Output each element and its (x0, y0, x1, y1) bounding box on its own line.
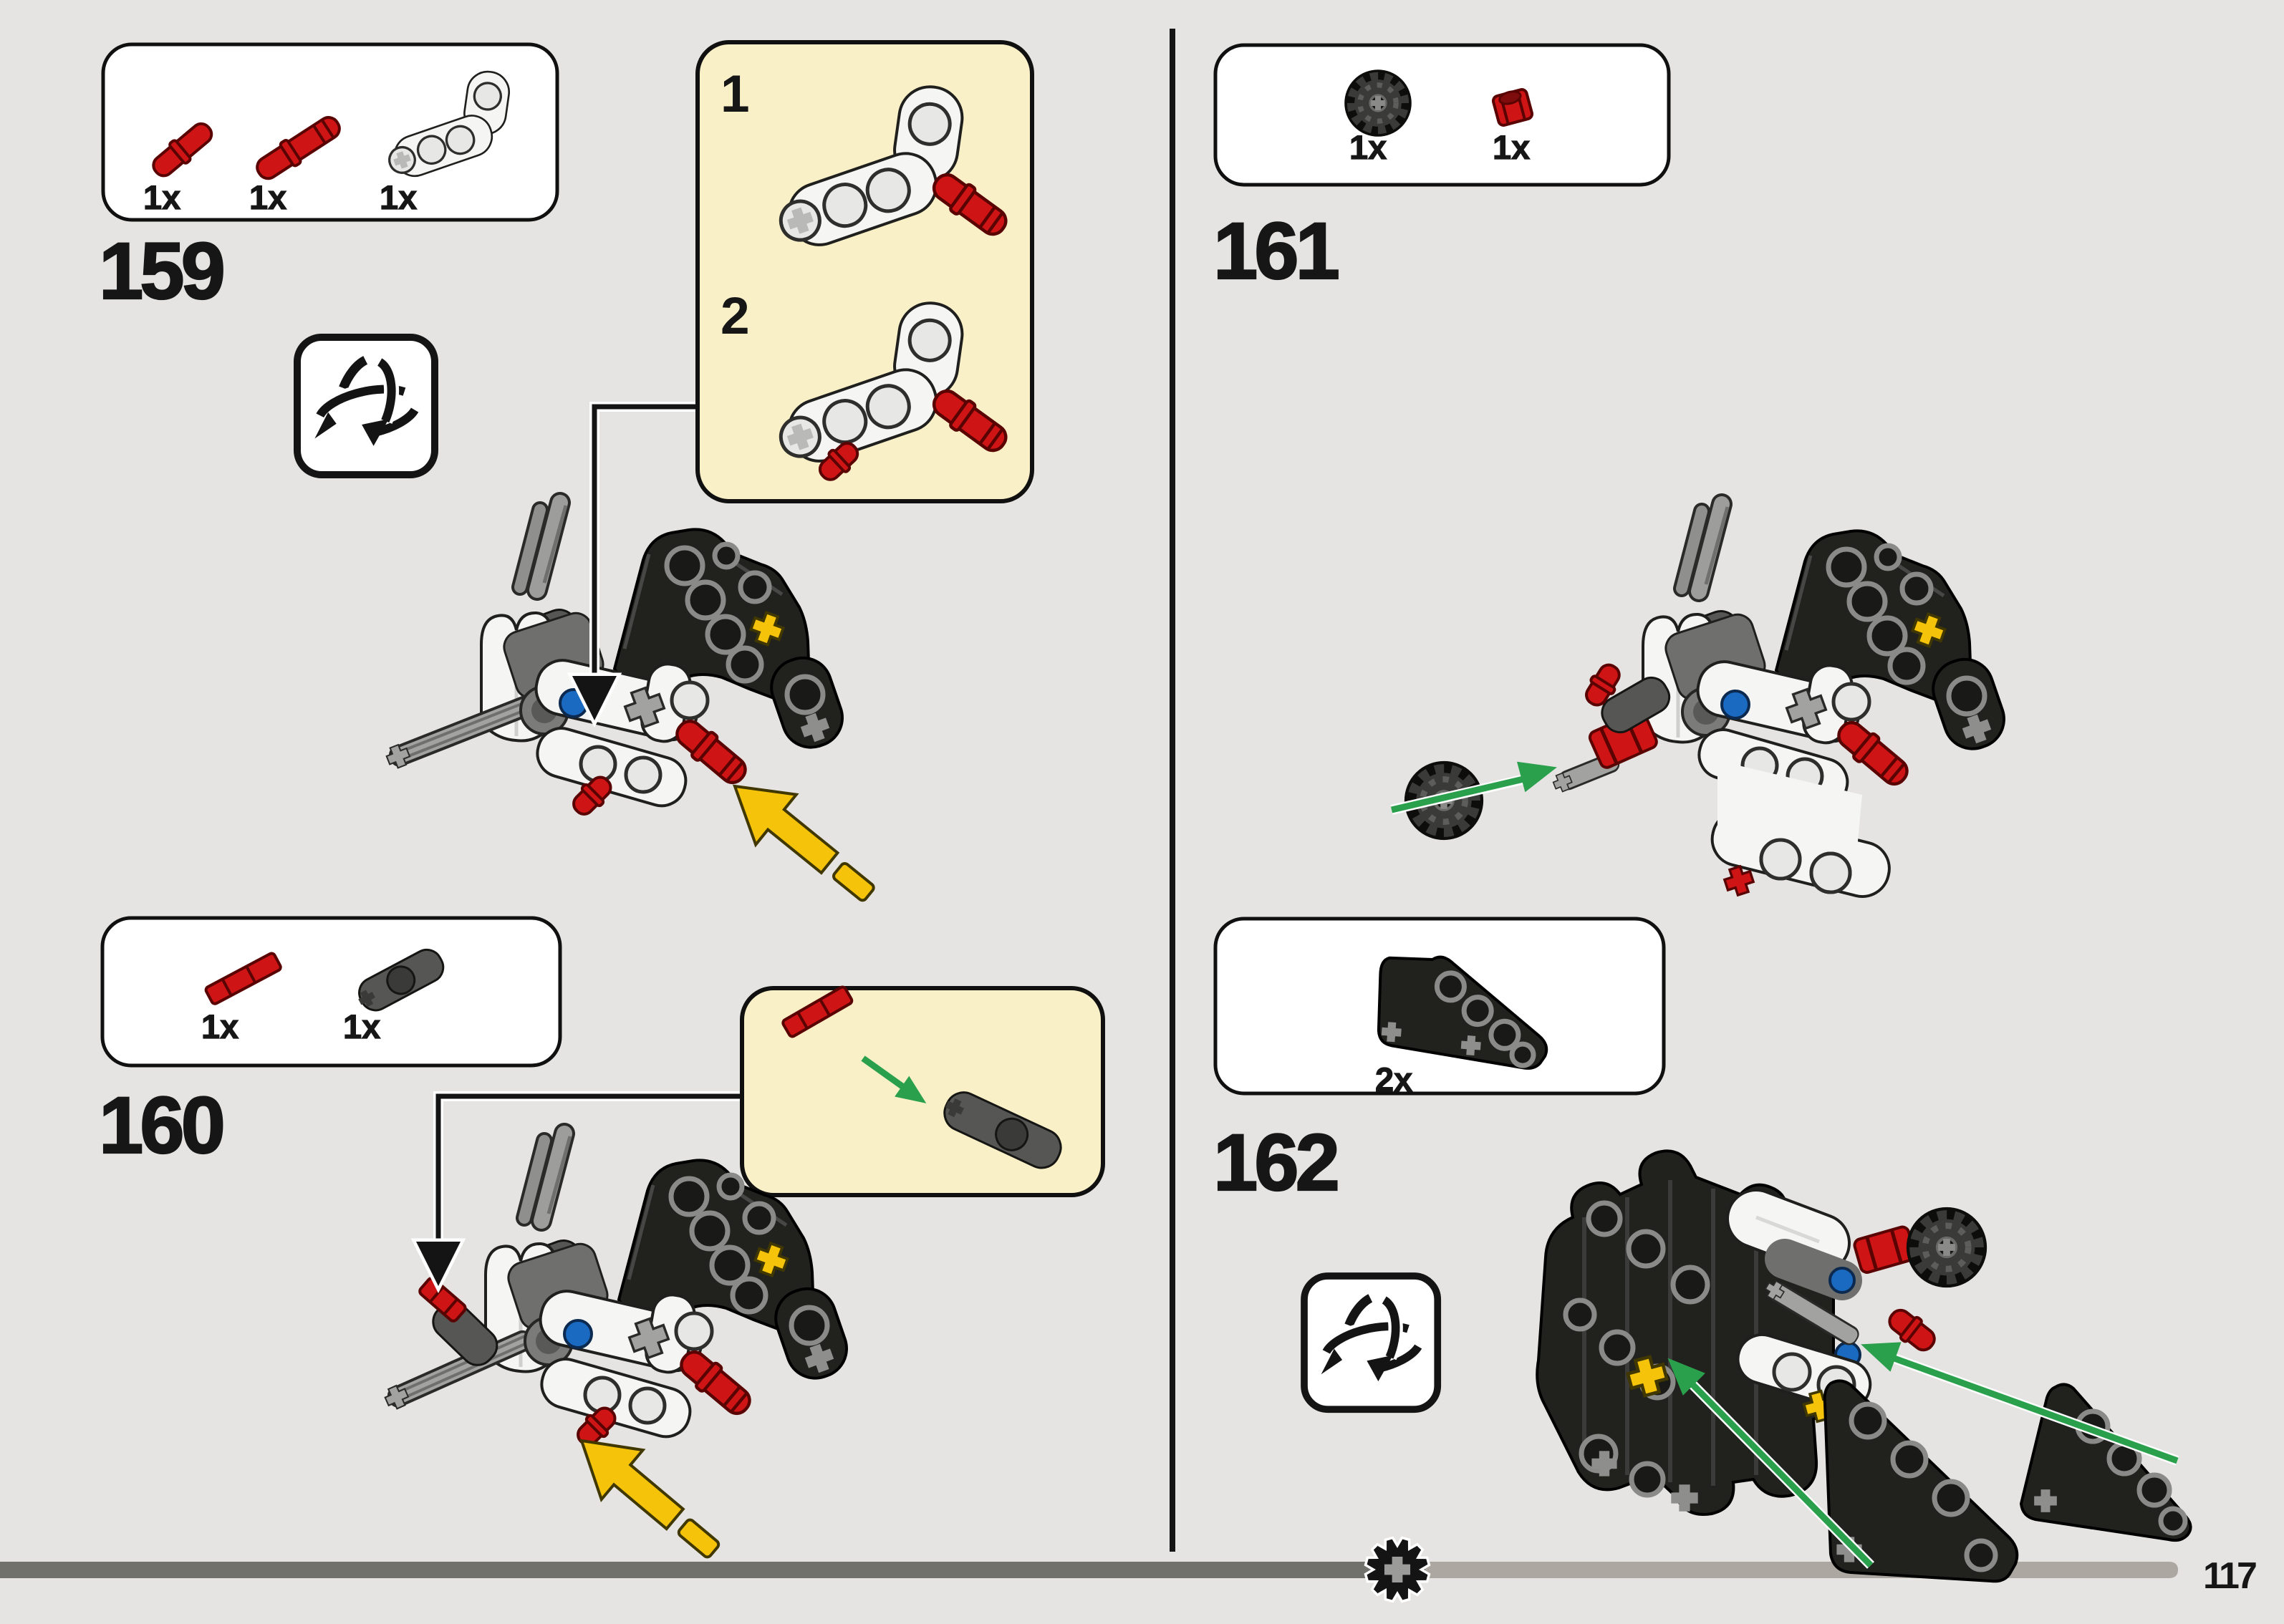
svg-text:1x: 1x (143, 178, 180, 216)
svg-text:161: 161 (1213, 206, 1339, 296)
svg-text:2x: 2x (1375, 1060, 1412, 1098)
svg-text:1x: 1x (249, 178, 286, 216)
svg-text:159: 159 (99, 226, 223, 316)
svg-text:160: 160 (99, 1081, 223, 1170)
svg-text:1x: 1x (1493, 128, 1530, 166)
svg-text:1x: 1x (1349, 128, 1387, 166)
svg-text:1x: 1x (343, 1007, 380, 1045)
svg-text:2: 2 (721, 287, 750, 345)
svg-text:1x: 1x (201, 1007, 238, 1045)
svg-text:1: 1 (721, 65, 750, 123)
svg-text:117: 117 (2203, 1555, 2256, 1597)
svg-text:162: 162 (1213, 1118, 1337, 1207)
svg-text:1x: 1x (380, 178, 417, 216)
